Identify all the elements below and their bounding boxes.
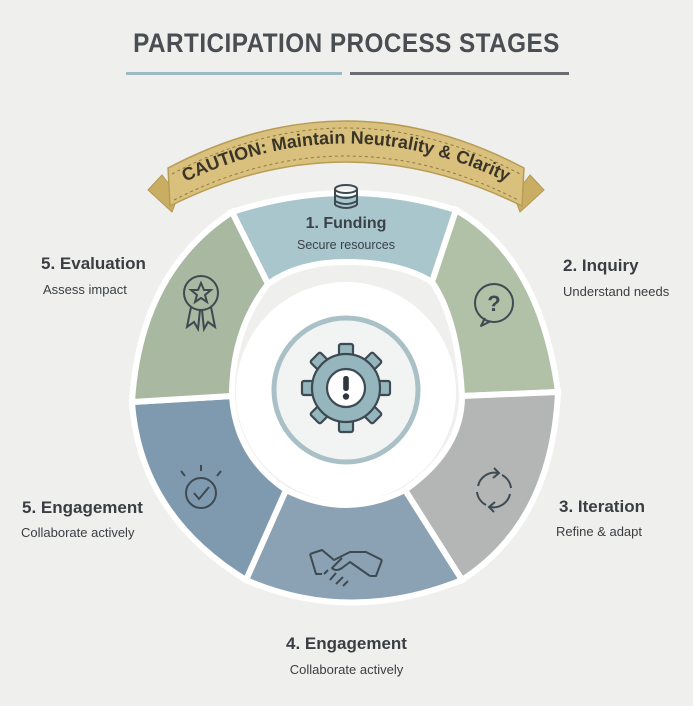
segment-evaluation[interactable] [128, 207, 272, 406]
database-coins-icon [334, 184, 358, 209]
title-underline-left [126, 72, 342, 75]
svg-text:?: ? [487, 291, 500, 316]
cycle-arrows-icon [476, 467, 512, 513]
stage-funding-subtitle: Secure resources [297, 238, 395, 252]
stage-evaluation-title: 5. Evaluation [41, 254, 146, 273]
stage-engagement-4-title: 4. Engagement [286, 634, 407, 653]
stage-inquiry-title: 2. Inquiry [563, 256, 639, 275]
award-ribbon-icon [183, 275, 219, 333]
stage-funding-title: 1. Funding [306, 215, 387, 232]
segment-iteration[interactable] [400, 388, 562, 585]
title-underline-right [350, 72, 569, 75]
page-title: PARTICIPATION PROCESS STAGES [133, 28, 560, 58]
stage-evaluation-subtitle: Assess impact [43, 282, 127, 297]
check-badge-icon [180, 465, 222, 509]
banner-body [167, 120, 525, 208]
stage-engagement-5-title: 5. Engagement [22, 498, 143, 517]
question-bubble-icon: ? [474, 283, 514, 327]
stage-iteration-title: 3. Iteration [559, 497, 645, 516]
stage-engagement-5-subtitle: Collaborate actively [21, 525, 135, 540]
gear-exclamation-icon [300, 342, 392, 434]
stage-inquiry-subtitle: Understand needs [563, 284, 670, 299]
segment-funding[interactable] [227, 190, 460, 289]
stage-engagement-4-subtitle: Collaborate actively [289, 662, 404, 677]
handshake-icon [309, 549, 383, 587]
stage-iteration-subtitle: Refine & adapt [556, 524, 643, 539]
